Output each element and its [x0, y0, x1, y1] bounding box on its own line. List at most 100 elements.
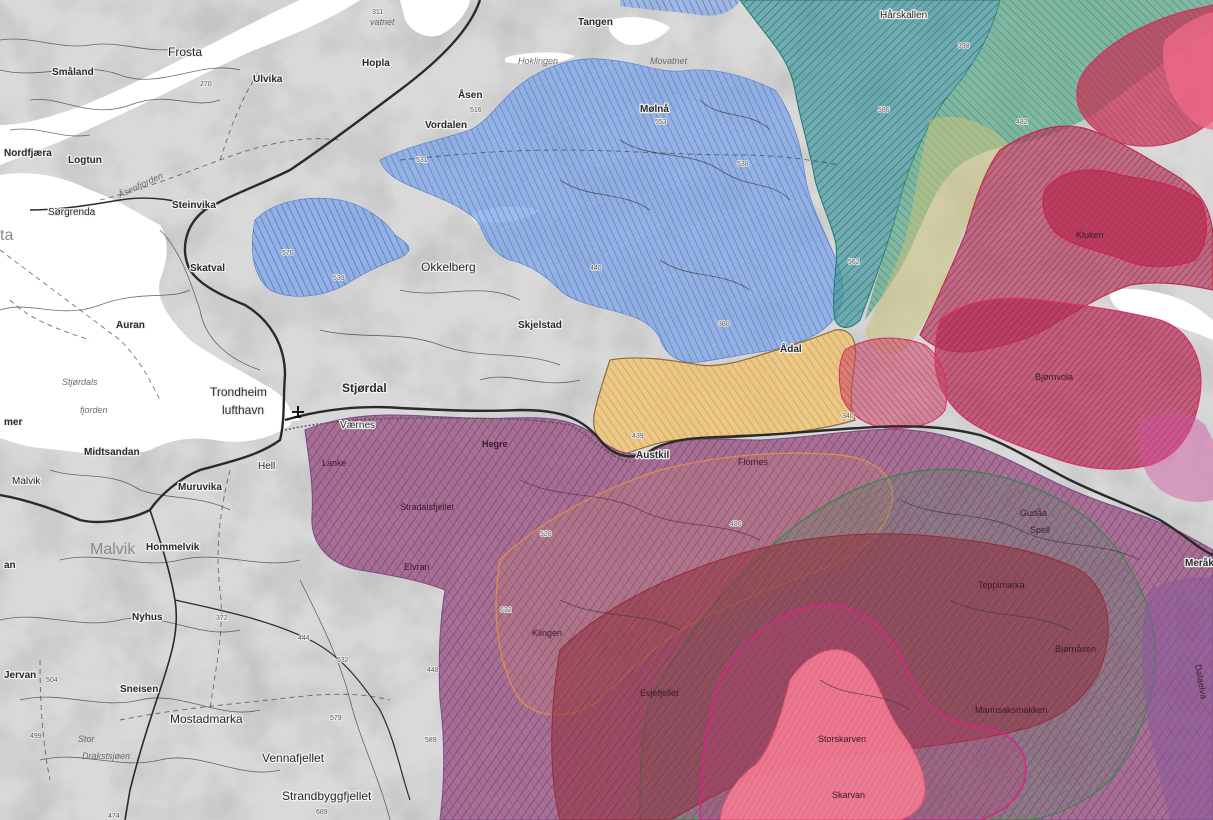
label-vordalen: Vordalen — [425, 120, 467, 131]
zone-blue-west-hatch — [252, 198, 410, 297]
zone-magenta-edge — [1138, 413, 1213, 502]
elev-589: 589 — [425, 737, 437, 744]
elev-538: 538 — [737, 161, 749, 168]
elev-562: 562 — [848, 259, 860, 266]
label-meraker: Meråke — [1185, 557, 1213, 569]
zone-yellow-hatch — [593, 329, 856, 455]
road-south-2 — [174, 599, 411, 801]
label-trondheim: Trondheim — [210, 385, 267, 399]
stjordal-fjord — [215, 410, 300, 436]
label-austkil: Austkil — [636, 450, 670, 461]
zone-purple-right — [1141, 577, 1213, 820]
label-steinvika: Steinvika — [172, 200, 216, 211]
label-lufthavn: lufthavn — [222, 403, 264, 417]
elev-516: 516 — [470, 107, 482, 114]
elev-539: 539 — [333, 275, 345, 282]
elev-380: 380 — [718, 321, 730, 328]
elev-520: 520 — [540, 531, 552, 538]
label-stjordal: Stjørdal — [342, 381, 387, 395]
label-elvran: Elvran — [404, 562, 430, 572]
label-hopla: Hopla — [362, 58, 390, 69]
label-mostadmarka: Mostadmarka — [170, 712, 243, 726]
label-bjornasen: Bjørnåsen — [1055, 644, 1096, 654]
label-mer: mer — [4, 417, 22, 428]
label-okkelberg: Okkelberg — [421, 260, 476, 274]
main-road-e6 — [0, 0, 482, 524]
label-molna: Mølnå — [640, 103, 669, 115]
label-stradalsfjellet: Stradalsfjellet — [400, 502, 455, 512]
label-malvik-big: Malvik — [90, 541, 136, 558]
label-storskarven: Storskarven — [818, 734, 866, 744]
label-skatval: Skatval — [190, 263, 225, 274]
zone-red-kluken — [1042, 169, 1207, 268]
label-asen: Åsen — [458, 88, 482, 101]
label-nordfjaera: Nordfjæra — [4, 148, 52, 159]
label-evjefjellet: Evjefjellet — [640, 688, 679, 698]
label-flornes: Flornes — [738, 457, 769, 467]
fjord-water — [0, 0, 360, 165]
label-kluken: Kluken — [1076, 230, 1104, 240]
elev-444: 444 — [298, 635, 310, 642]
label-muruvika: Muruvika — [178, 482, 222, 493]
label-stjordals: Stjørdals — [62, 377, 98, 387]
label-skarvan: Skarvan — [832, 790, 865, 800]
elev-482: 482 — [1016, 119, 1028, 126]
road-west-north — [29, 197, 206, 211]
road-south — [124, 509, 178, 820]
label-klingen: Klingen — [532, 628, 562, 638]
lake-north — [400, 0, 470, 37]
elev-504: 504 — [46, 677, 58, 684]
label-vennafjellet: Vennafjellet — [262, 751, 325, 765]
municipal-borders — [0, 69, 841, 781]
label-fjorden: fjorden — [80, 405, 108, 415]
lake-hoklingen — [505, 52, 575, 64]
elev-532: 532 — [337, 657, 349, 664]
label-lanke: Lanke — [322, 458, 347, 468]
label-skjelstad: Skjelstad — [518, 320, 562, 331]
elev-440: 440 — [590, 265, 602, 272]
lake-east — [1109, 288, 1213, 340]
elev-311: 311 — [372, 9, 383, 16]
label-harskallen: Hårskallen — [880, 9, 927, 21]
label-teppmarka: Tepplmarka — [978, 580, 1025, 590]
label-mannsaksmakken: Mannsaksmakken — [975, 705, 1048, 715]
elev-398: 398 — [958, 43, 970, 50]
zone-pink-core-hatch — [720, 649, 925, 820]
elev-474: 474 — [108, 813, 120, 820]
label-spell: Spell — [1030, 525, 1050, 535]
label-sorgrenda: Sørgrenda — [48, 207, 96, 218]
label-stor: Stor — [78, 734, 96, 744]
label-auran: Auran — [116, 320, 145, 331]
elev-480: 480 — [730, 521, 742, 528]
zone-pink-top — [1163, 12, 1213, 130]
label-hell: Hell — [258, 461, 275, 472]
elev-586: 586 — [878, 107, 890, 114]
label-vatnet: vatnet — [370, 17, 395, 27]
label-nyhus: Nyhus — [132, 612, 163, 623]
label-adal: Ådal — [780, 342, 802, 355]
elev-570: 570 — [282, 250, 294, 257]
elev-689: 689 — [316, 809, 328, 816]
elevation-labels: 311 270 516 553 398 586 482 531 538 570 … — [29, 8, 1028, 820]
elev-340: 340 — [842, 413, 854, 420]
minor-roads — [0, 38, 1141, 820]
label-logtun: Logtun — [68, 155, 102, 166]
elev-579: 579 — [330, 715, 342, 722]
zone-blue-top-hatch — [620, 0, 740, 16]
label-bjornvola: Bjørnvola — [1035, 372, 1073, 382]
elev-270: 270 — [200, 81, 212, 88]
elev-448: 448 — [427, 667, 439, 674]
label-ulvika: Ulvika — [253, 74, 283, 85]
main-road-e14 — [284, 405, 1213, 557]
elev-612: 612 — [500, 607, 512, 614]
label-hegre: Hegre — [482, 439, 508, 449]
label-jervan: Jervan — [4, 670, 36, 681]
airport-icon — [292, 406, 304, 418]
label-midtsandan: Midtsandan — [84, 447, 140, 458]
elev-372: 372 — [216, 615, 228, 622]
elev-439: 439 — [632, 433, 644, 440]
label-frosta: Frosta — [168, 45, 202, 59]
label-malvik-small: Malvik — [12, 476, 41, 487]
fjord-water-main — [0, 173, 292, 455]
